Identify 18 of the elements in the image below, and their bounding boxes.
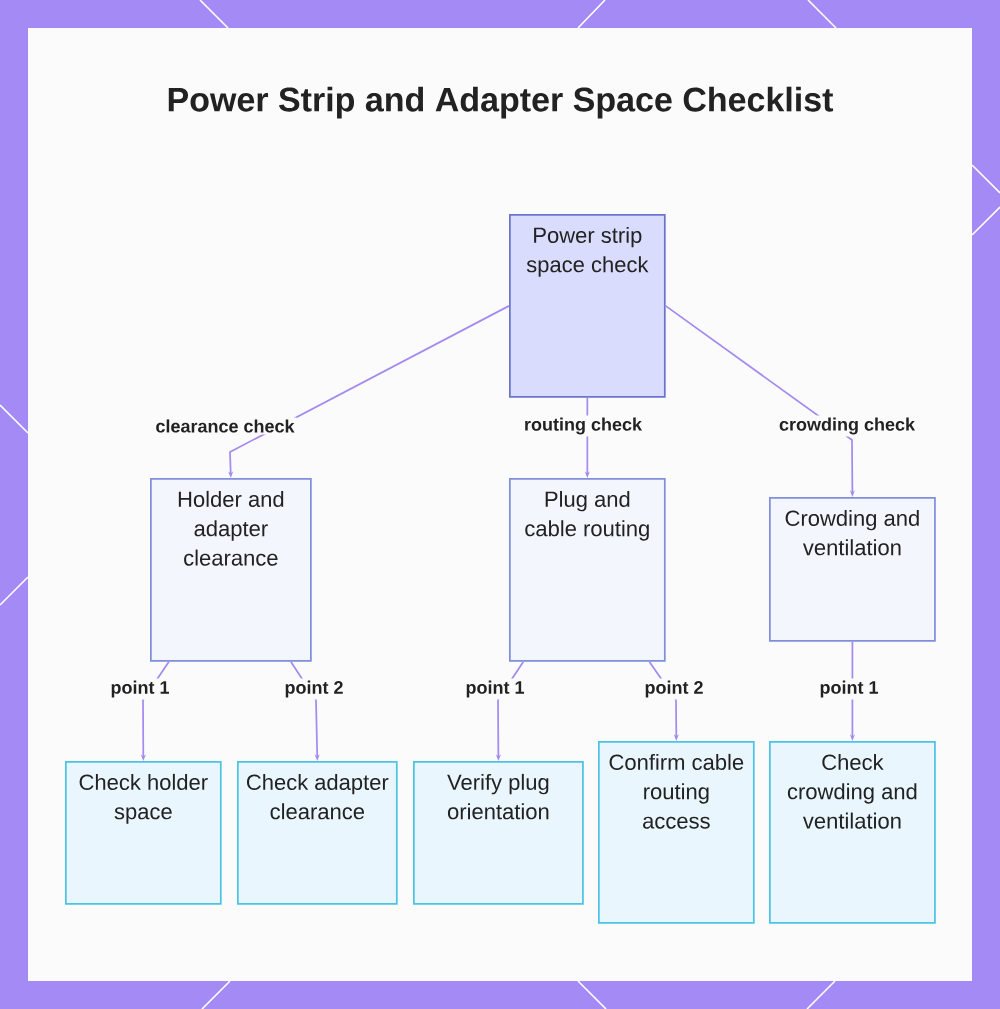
edge-label: point 1 xyxy=(820,680,878,698)
title: Power Strip and Adapter Space Checklist xyxy=(168,86,834,119)
process-box: Check adapter clearance xyxy=(237,761,398,905)
process-box: Verify plug orientation xyxy=(413,761,584,905)
edge-label: point 1 xyxy=(466,680,524,698)
process-box: Check holder space xyxy=(65,761,222,905)
edge-label: clearance check xyxy=(156,419,295,433)
process-box: Confirm cable routing access xyxy=(598,741,755,924)
edge-label: point 2 xyxy=(285,680,343,698)
process-box: Check crowding and ventilation xyxy=(769,741,936,924)
edge-label: crowding check xyxy=(779,417,916,435)
process-box: Holder and adapter clearance xyxy=(150,478,312,662)
process-box: Power strip space check xyxy=(509,214,666,398)
edge-label: point 2 xyxy=(645,680,703,698)
edge-label: routing check xyxy=(525,417,643,435)
edge-label: point 1 xyxy=(111,680,169,698)
process-box: Plug and cable routing xyxy=(509,478,666,662)
process-box: Crowding and ventilation xyxy=(769,497,936,642)
